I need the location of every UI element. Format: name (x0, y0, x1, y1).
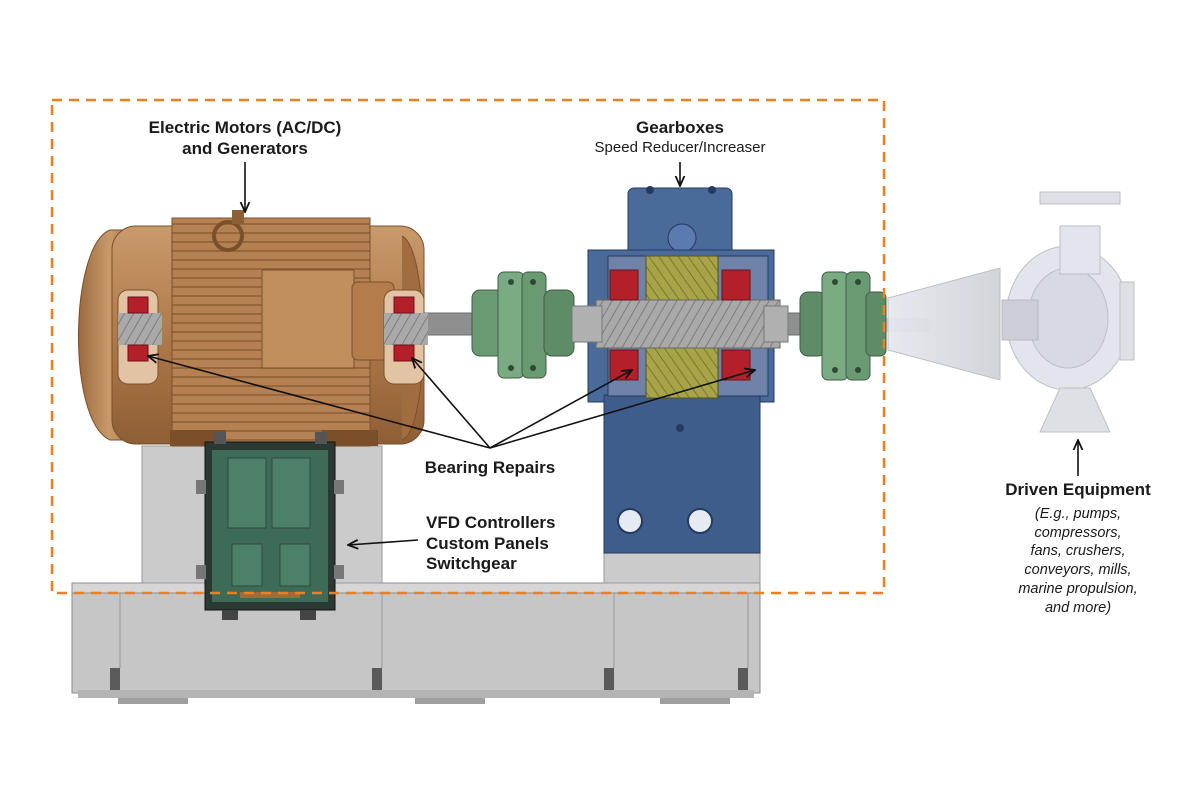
motor-bearings (127, 296, 415, 362)
driven-example: compressors, (1034, 524, 1122, 541)
bearing-arrow-2 (412, 358, 491, 449)
coupling-left (471, 271, 575, 379)
coverage-boundary (50, 98, 886, 595)
gearbox-bearings (609, 269, 751, 381)
vfd-label: VFD Controllers Custom Panels Switchgear (426, 513, 596, 575)
driven-title: Driven Equipment (1005, 480, 1151, 499)
driven-pump (887, 191, 1135, 433)
motors-label-line2: and Generators (182, 138, 308, 158)
callout-arrows (148, 162, 1078, 545)
vfd-label-line1: VFD Controllers (426, 513, 556, 532)
base-skid (71, 582, 761, 704)
gearboxes-title: Gearboxes (636, 118, 724, 137)
driven-equipment-label: Driven Equipment (E.g., pumps, compresso… (978, 480, 1178, 618)
vfd-cabinet (196, 432, 344, 620)
bearing-arrow-1 (148, 356, 491, 449)
bearing-repairs-label: Bearing Repairs (424, 458, 556, 477)
motors-label-line1: Electric Motors (AC/DC) (148, 118, 342, 137)
bearing-arrow-4 (489, 370, 755, 449)
driven-example: (E.g., pumps, (1034, 505, 1122, 522)
driven-example: conveyors, mills, (1024, 562, 1132, 579)
electric-motor (78, 210, 428, 447)
driven-example: fans, crushers, (1030, 543, 1126, 560)
vfd-label-line2: Custom Panels (426, 533, 549, 553)
vfd-label-line3: Switchgear (426, 554, 517, 574)
driven-example: and more) (1044, 599, 1112, 616)
gearboxes-subtitle: Speed Reducer/Increaser (594, 138, 766, 156)
motor-shaft (424, 312, 478, 336)
gearbox (571, 186, 789, 554)
vfd-arrow (348, 540, 419, 545)
gearbox-pedestal (603, 549, 761, 584)
gearboxes-label: Gearboxes Speed Reducer/Increaser (560, 118, 800, 157)
coupling-right (799, 271, 887, 381)
motors-label: Electric Motors (AC/DC) and Generators (120, 118, 370, 159)
driven-example: marine propulsion, (1018, 581, 1138, 598)
bearing-arrow-3 (489, 370, 632, 449)
